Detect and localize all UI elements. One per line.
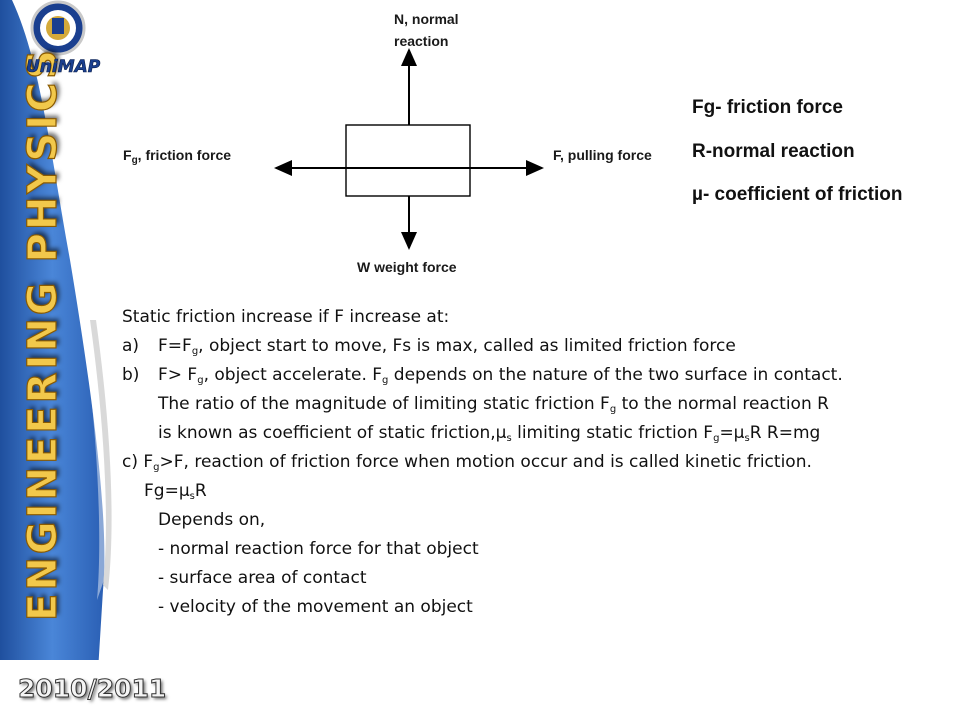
university-logo: UniMAP xyxy=(26,57,101,78)
item-b-marker: b) xyxy=(122,365,140,385)
pulling-force-label: F, pulling force xyxy=(553,147,652,163)
item-a-text: F=Fg, object start to move, Fs is max, c… xyxy=(158,336,736,357)
item-a-marker: a) xyxy=(122,336,140,356)
item-b-line3: is known as coefficient of static fricti… xyxy=(158,423,821,444)
item-a: a) xyxy=(122,335,139,357)
sidebar-strip xyxy=(0,0,160,720)
depends-item-3: - velocity of the movement an object xyxy=(158,597,473,617)
intro-line: Static friction increase if F increase a… xyxy=(122,307,450,327)
friction-force-label: Fg, friction force xyxy=(123,147,232,166)
depends-item-2: - surface area of contact xyxy=(158,568,367,588)
normal-reaction-label: N, normal reaction xyxy=(394,11,459,49)
item-b: b) xyxy=(122,364,139,386)
item-c: c) Fg>F, reaction of friction force when… xyxy=(122,452,812,473)
weight-force-label: W weight force xyxy=(357,259,457,275)
kinetic-equation: Fg=µsR xyxy=(144,481,207,502)
block-object xyxy=(345,124,471,197)
sidebar-title: ENGINEERING PHYSICS xyxy=(19,46,66,621)
academic-year: 2010/2011 xyxy=(17,674,167,704)
item-b-text: F> Fg, object accelerate. Fg depends on … xyxy=(158,365,843,386)
depends-item-1: - normal reaction force for that object xyxy=(158,539,479,559)
item-b-line2: The ratio of the magnitude of limiting s… xyxy=(158,394,829,415)
free-body-diagram xyxy=(274,48,544,250)
depends-heading: Depends on, xyxy=(158,510,266,530)
legend-friction: Fg- friction force xyxy=(692,97,843,118)
legend-coefficient: µ- coefficient of friction xyxy=(692,184,903,205)
legend-normal: R-normal reaction xyxy=(692,141,855,162)
